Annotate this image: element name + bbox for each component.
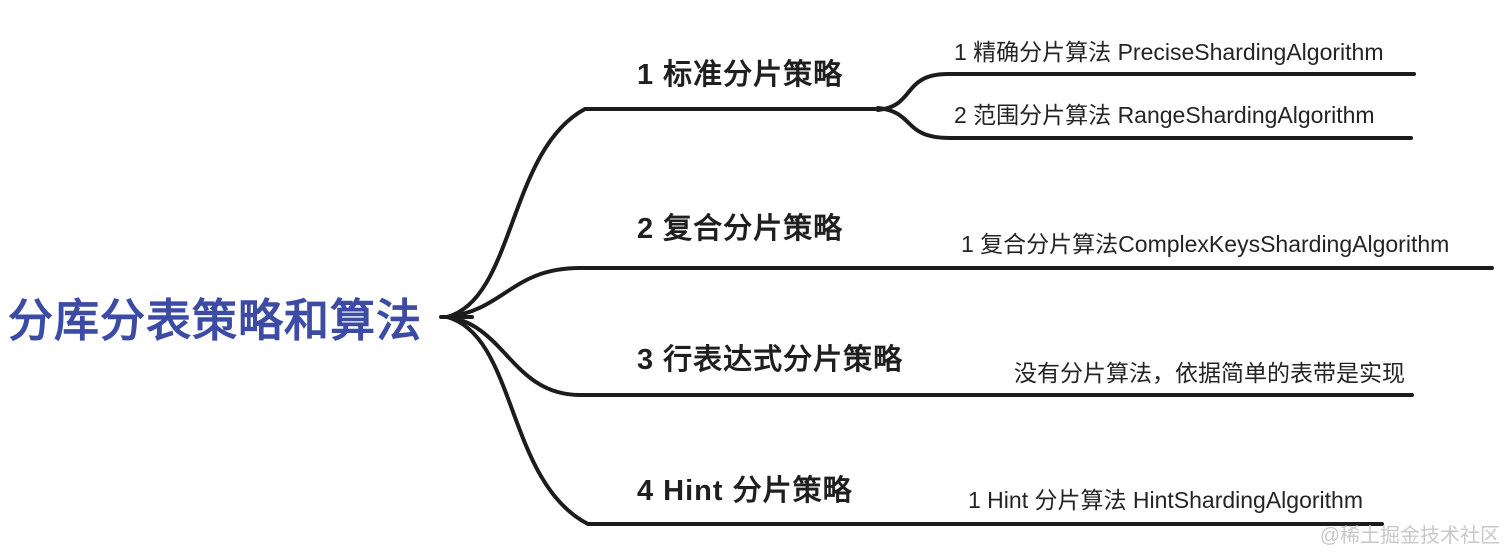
leaf-node-1-1[interactable]: 1 精确分片算法 PreciseShardingAlgorithm (954, 39, 1384, 65)
leaf-1-1-connector (876, 72, 1416, 112)
leaf-1-2-connector (876, 106, 1413, 140)
root-node[interactable]: 分库分表策略和算法 (8, 295, 423, 346)
leaf-node-4-1[interactable]: 1 Hint 分片算法 HintShardingAlgorithm (968, 487, 1363, 513)
leaf-node-3-1[interactable]: 没有分片算法，依据简单的表带是实现 (1014, 360, 1405, 386)
branch-node-3[interactable]: 3 行表达式分片策略 (637, 344, 904, 376)
leaf-node-1-2[interactable]: 2 范围分片算法 RangeShardingAlgorithm (954, 102, 1375, 128)
watermark-label: @稀土掘金技术社区 (1319, 525, 1500, 547)
branch-4-connector (445, 315, 1384, 526)
branch-2-connector (445, 266, 1494, 319)
leaf-node-2-1[interactable]: 1 复合分片算法ComplexKeysShardingAlgorithm (961, 231, 1450, 257)
branch-node-1[interactable]: 1 标准分片策略 (637, 59, 844, 91)
branch-node-2[interactable]: 2 复合分片策略 (637, 213, 844, 245)
branch-1-connector (445, 107, 882, 319)
branch-node-4[interactable]: 4 Hint 分片策略 (637, 475, 853, 507)
branch-3-connector (445, 315, 1414, 397)
